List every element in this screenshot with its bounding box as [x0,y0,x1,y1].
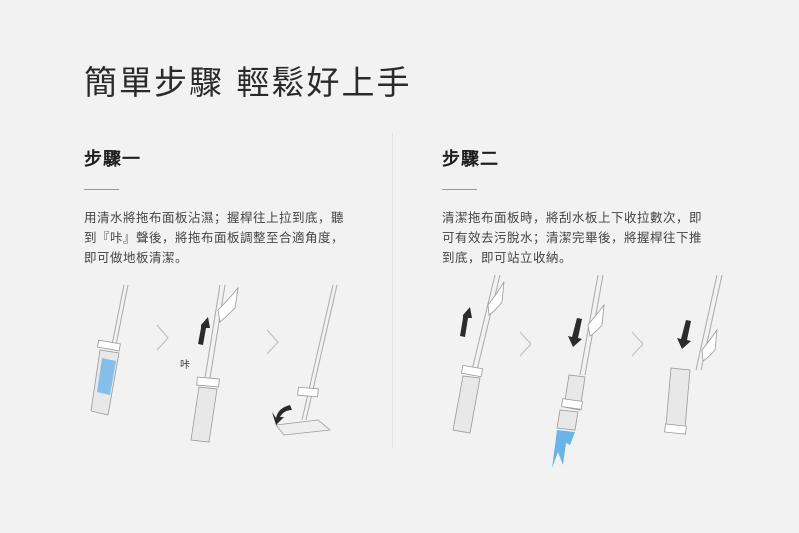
arrow-up-icon [460,307,472,337]
chevron-right-icon [266,329,279,355]
arrow-down-icon [677,320,691,349]
step-two-section: 步驟二 清潔拖布面板時，將刮水板上下收拉數次，即可有效去污脫水；清潔完畢後，將握… [442,145,732,268]
squeeze-water-icon [552,274,605,468]
push-down-store-icon [664,274,723,435]
step-one-text: 用清水將拖布面板沾濕；握桿往上拉到底，聽到『咔』聲後，將拖布面板調整至合適角度，… [84,210,345,265]
arrow-down-icon [568,318,582,347]
step-two-illustrations [452,274,723,468]
page-title: 簡單步驟 輕鬆好上手 [84,63,412,102]
chevron-right-icon [519,331,532,357]
step-one-section: 步驟一 用清水將拖布面板沾濕；握桿往上拉到底，聽到『咔』聲後，將拖布面板調整至合… [84,145,374,268]
column-divider [392,133,393,448]
pull-up-mop-icon: 咔 [180,284,239,443]
rotate-mop-icon [272,284,338,436]
rotate-arrow-icon [272,405,292,425]
step-one-heading: 步驟一 [84,149,141,170]
chevron-right-icon [631,331,644,357]
step-one-underline [84,189,119,190]
arrow-up-icon [198,317,210,345]
pull-wiper-up-icon [452,274,505,434]
wet-mop-icon [90,284,129,416]
step-two-underline [442,189,477,190]
step-one-illustrations: 咔 [90,284,338,443]
step-two-heading: 步驟二 [442,149,499,170]
chevron-right-icon [156,324,169,351]
step-two-text: 清潔拖布面板時，將刮水板上下收拉數次，即可有效去污脫水；清潔完畢後，將握桿往下推… [442,210,703,265]
svg-text:咔: 咔 [180,359,190,371]
